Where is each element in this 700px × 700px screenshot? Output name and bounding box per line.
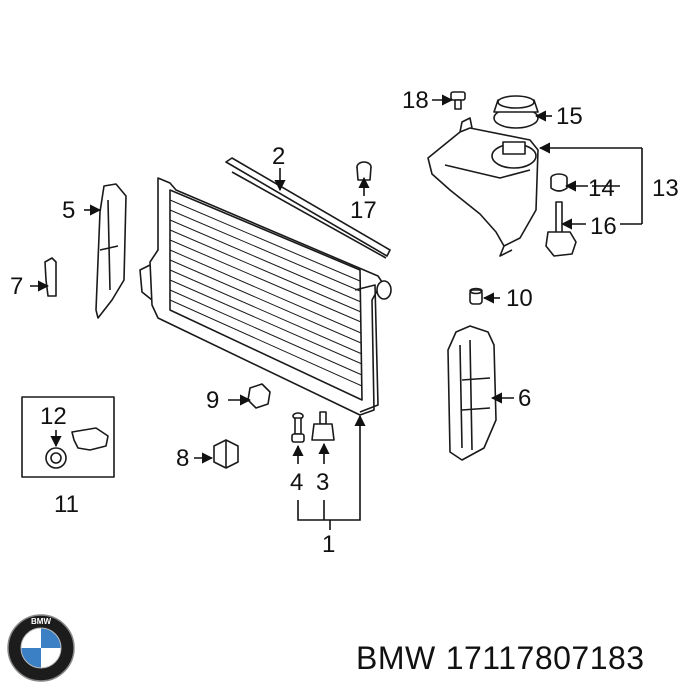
callout-7: 7: [10, 273, 23, 300]
bmw-roundel-logo: BMW: [7, 614, 75, 682]
right-air-duct: [447, 325, 497, 461]
callout-11: 11: [54, 491, 79, 518]
callout-9: 9: [206, 387, 219, 414]
callout-16: 16: [590, 213, 617, 240]
radiator: [139, 177, 392, 416]
drain-screw: [311, 411, 335, 441]
callout-8: 8: [176, 445, 189, 472]
brand-name: BMW: [356, 640, 436, 676]
left-air-duct: [95, 183, 127, 319]
callout-15: 15: [556, 103, 583, 130]
connector-fitting: [71, 427, 109, 451]
expansion-tank-cap: [493, 95, 539, 129]
rubber-mount: [247, 383, 271, 409]
bushing: [469, 287, 483, 305]
callout-14: 14: [588, 175, 615, 202]
drain-plug: [291, 412, 305, 443]
callout-5: 5: [62, 197, 75, 224]
bracket-clip: [44, 257, 57, 297]
bracket-mount: [213, 439, 239, 469]
level-sensor: [545, 201, 577, 257]
part-number: 17117807183: [445, 640, 645, 676]
callout-4: 4: [290, 469, 303, 496]
callout-18: 18: [402, 87, 429, 114]
plug: [550, 173, 568, 192]
bolt: [450, 91, 466, 110]
callout-17: 17: [350, 197, 377, 224]
radiator-fins: [169, 199, 363, 387]
callout-12: 12: [40, 403, 67, 430]
expansion-tank: [427, 117, 539, 257]
radiator-seal-strip: [225, 157, 391, 259]
grommet: [356, 161, 372, 181]
callout-numbers: 2 5 7 17 18 15 14 13 16 10 6 9 8 12 11 4…: [10, 87, 679, 558]
callout-2: 2: [272, 143, 285, 170]
repair-kit-box: [21, 396, 115, 478]
svg-text:BMW: BMW: [31, 617, 51, 626]
callout-6: 6: [518, 385, 531, 412]
callout-3: 3: [316, 469, 329, 496]
callout-10: 10: [506, 285, 533, 312]
leader-lines: [30, 94, 643, 530]
callout-13: 13: [652, 175, 679, 202]
callout-1: 1: [322, 531, 335, 558]
